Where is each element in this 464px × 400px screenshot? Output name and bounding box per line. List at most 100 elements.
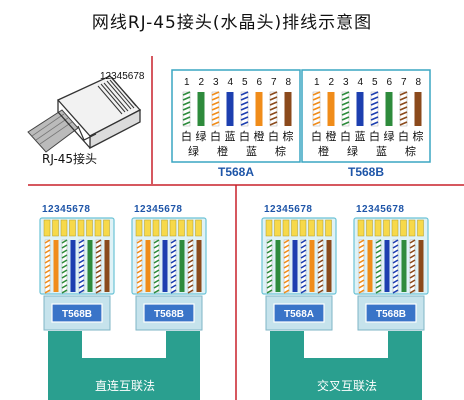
cable-body [48,331,200,400]
wire-7 [399,91,408,127]
pin-label: 2 [199,77,205,88]
plug-wire-8 [104,240,110,292]
plug-shell [261,217,337,295]
pin-label: 2 [329,77,335,88]
pin-label: 7 [401,77,407,88]
plug-wire-3 [153,239,160,294]
wire-color-bottom: 棕 [275,144,286,158]
plug-wire-2 [275,240,281,292]
plug-wire-7 [409,239,416,294]
wire-6 [255,92,263,126]
wire-color-top: 白 [311,129,322,143]
plug-pin-numbers: 12345678 [42,204,91,215]
plug-label: T568B [376,309,406,320]
plug-wire-5 [170,239,177,294]
plug-wire-5 [78,239,85,294]
plug-wire-2 [145,240,151,292]
wire-color-top: 白 [369,129,380,143]
plug-label-box [365,303,417,323]
wire-color-top: 白 [268,129,279,143]
plug-wire-3 [283,239,290,294]
plug-wire-5 [392,239,399,294]
plug-shell [353,217,429,295]
plug-label: T568B [62,309,92,320]
standard-name: T568A [218,165,254,179]
wire-color-top: 白 [398,129,409,143]
pin-label: 8 [416,77,422,88]
plug-pin-numbers: 12345678 [134,204,183,215]
wire-color-bottom: 蓝 [376,145,387,158]
wire-5 [240,91,249,127]
plug-wire-3 [375,239,382,294]
rj45-connector-illustration [27,75,142,153]
plug-wire-7 [95,239,102,294]
plug-wire-6 [309,240,315,292]
plug-wire-8 [326,240,332,292]
wire-5 [370,91,379,127]
plug-wire-4 [70,240,76,292]
plug-shell [131,217,207,295]
wire-color-top: 白 [181,129,192,143]
wire-color-top: 棕 [413,129,424,143]
wire-color-top: 蓝 [355,130,366,143]
connector-pin-numbers: 12345678 [100,71,145,82]
wire-color-bottom: 绿 [188,144,199,158]
plug-label-box [273,303,325,323]
wire-2 [327,92,335,126]
standard-box [301,69,431,163]
plug-wire-1 [266,239,273,294]
pin-label: 6 [387,77,393,88]
wire-color-bottom: 橙 [217,144,228,158]
page-title: 网线RJ-45接头(水晶头)排线示意图 [91,13,373,33]
wire-color-bottom: 棕 [405,144,416,158]
plug-wire-6 [179,240,185,292]
wire-color-top: 白 [239,129,250,143]
wire-8 [284,92,292,126]
plug-wire-1 [358,239,365,294]
plug-label-box [143,303,195,323]
wire-color-top: 白 [340,129,351,143]
wire-2 [197,92,205,126]
standard-box [171,69,301,163]
wire-color-top: 棕 [283,129,294,143]
pin-label: 3 [343,77,349,88]
wire-color-top: 白 [210,129,221,143]
plug-wire-8 [418,240,424,292]
plug-wire-2 [367,240,373,292]
wire-6 [385,92,393,126]
plug-wire-2 [53,240,59,292]
wire-color-bottom: 绿 [347,144,358,158]
wire-1 [312,91,321,127]
wire-color-top: 绿 [196,129,207,143]
cable-caption: 交叉互联法 [317,378,377,393]
connector-caption: RJ-45接头 [42,151,97,166]
wire-color-top: 绿 [384,129,395,143]
plug-wire-8 [196,240,202,292]
pin-label: 5 [372,77,378,88]
wire-color-top: 橙 [326,129,337,143]
plug-wire-3 [61,239,68,294]
plug-pin-numbers: 12345678 [356,204,405,215]
pin-label: 1 [314,77,320,88]
wire-color-bottom: 橙 [318,144,329,158]
plug-wire-4 [384,240,390,292]
wire-4 [226,92,234,126]
plug-wire-7 [187,239,194,294]
wire-color-top: 蓝 [225,130,236,143]
wire-color-bottom: 蓝 [246,145,257,158]
wire-3 [341,91,350,127]
wire-4 [356,92,364,126]
pin-label: 7 [271,77,277,88]
plug-label: T568A [284,309,314,320]
plug-wire-4 [292,240,298,292]
standard-name: T568B [348,165,384,179]
pin-label: 1 [184,77,190,88]
